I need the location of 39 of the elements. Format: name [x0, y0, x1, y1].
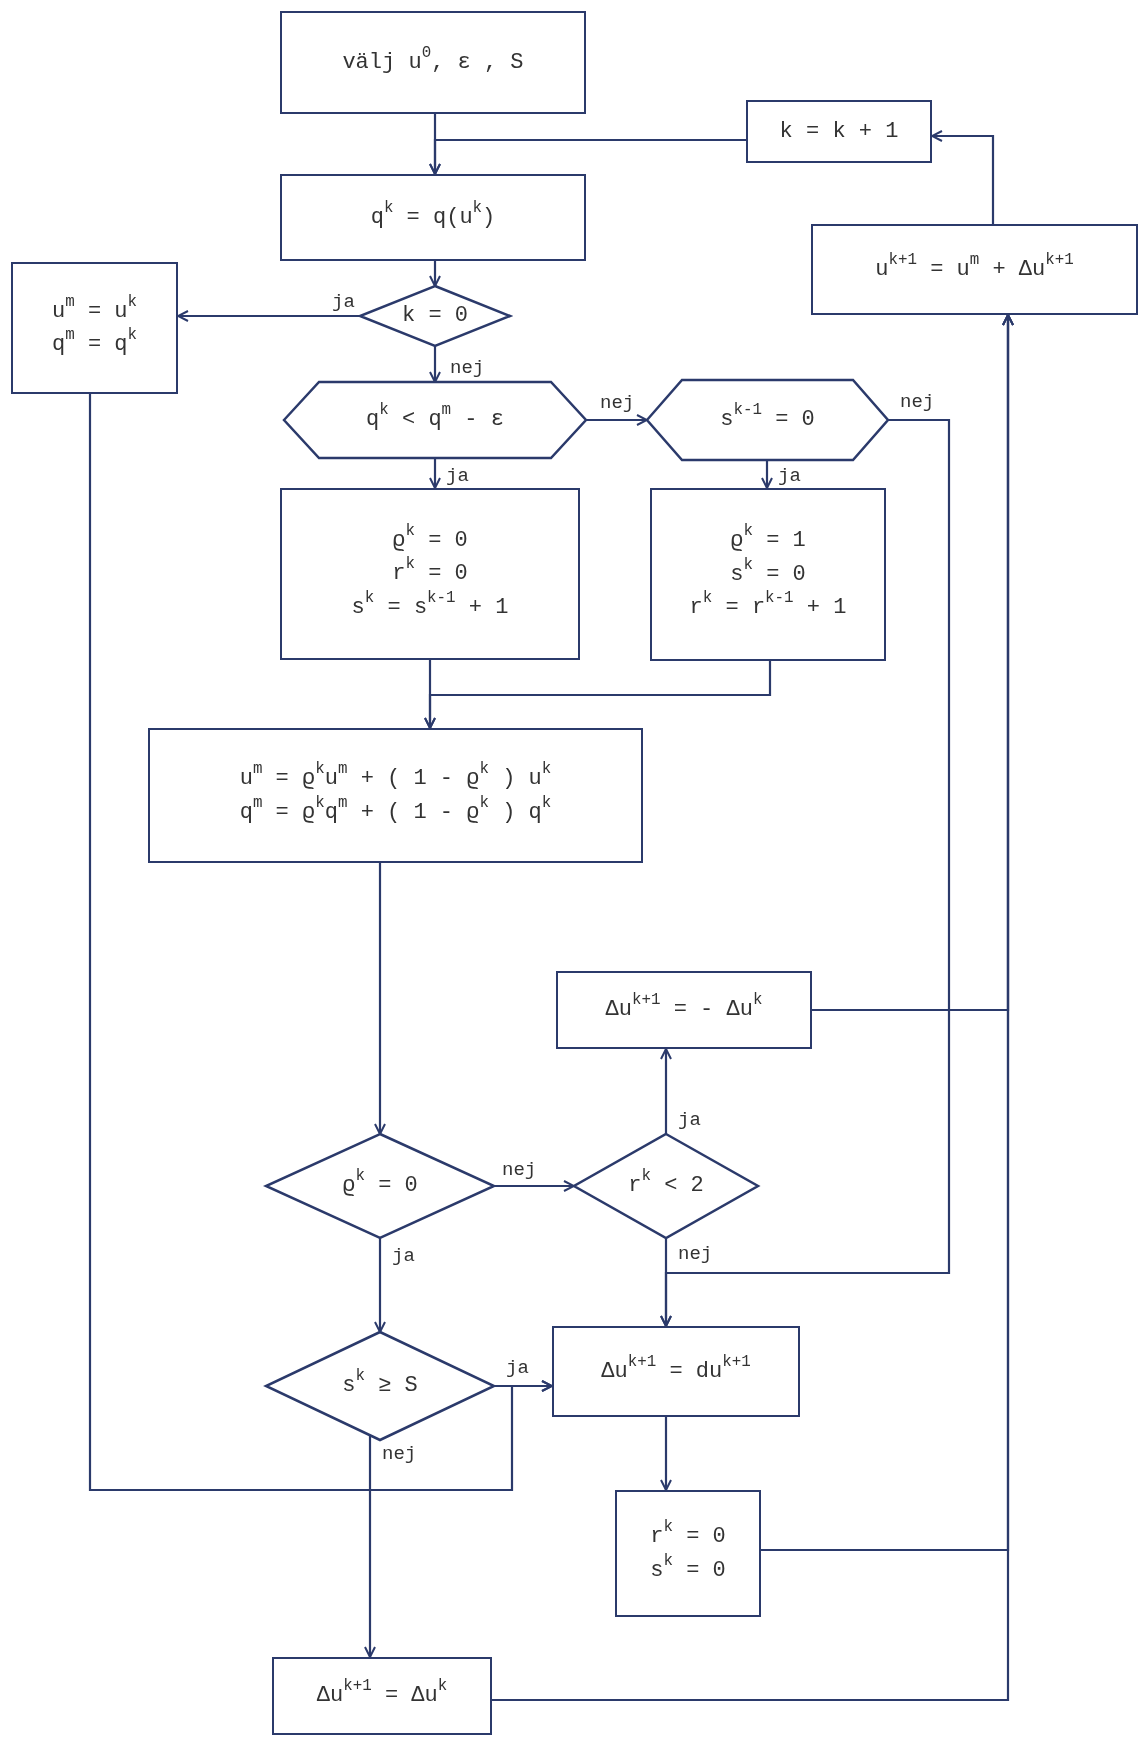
process-box [615, 1490, 761, 1617]
process-box [148, 728, 643, 863]
edge-label: ja [330, 292, 357, 313]
process-box [552, 1326, 800, 1417]
arrow [374, 863, 386, 1135]
process-box [280, 174, 586, 261]
edge-label: ja [504, 1358, 531, 1379]
arrow [424, 661, 772, 729]
arrow [660, 1048, 672, 1134]
arrow [492, 314, 1014, 1702]
arrow [586, 414, 648, 426]
arrow [429, 261, 441, 287]
formula: k = k + 1 [779, 117, 899, 146]
arrow [761, 460, 773, 489]
arrow [177, 310, 360, 322]
arrow [429, 458, 441, 489]
process-box [280, 11, 586, 114]
arrow [494, 1180, 575, 1192]
formula: välj u$^{0}$, ε , S [342, 48, 524, 77]
edge-label: ja [390, 1246, 417, 1267]
edge-label: ja [676, 1110, 703, 1131]
arrow [374, 1238, 386, 1333]
arrow [660, 1238, 672, 1327]
process-box [280, 488, 580, 660]
arrow [429, 346, 441, 383]
arrow [429, 138, 746, 175]
process-box [272, 1657, 492, 1735]
process-box [556, 971, 812, 1049]
process-box [811, 224, 1138, 315]
process-box [11, 262, 178, 394]
edge-label: ja [776, 466, 803, 487]
formula: k = 0 [402, 302, 468, 330]
arrow [364, 1435, 376, 1658]
edge-label: ja [444, 466, 471, 487]
process-box [650, 488, 886, 661]
arrow [931, 130, 995, 224]
process-box [746, 100, 932, 163]
arrow [660, 1417, 672, 1491]
arrow [88, 394, 553, 1492]
